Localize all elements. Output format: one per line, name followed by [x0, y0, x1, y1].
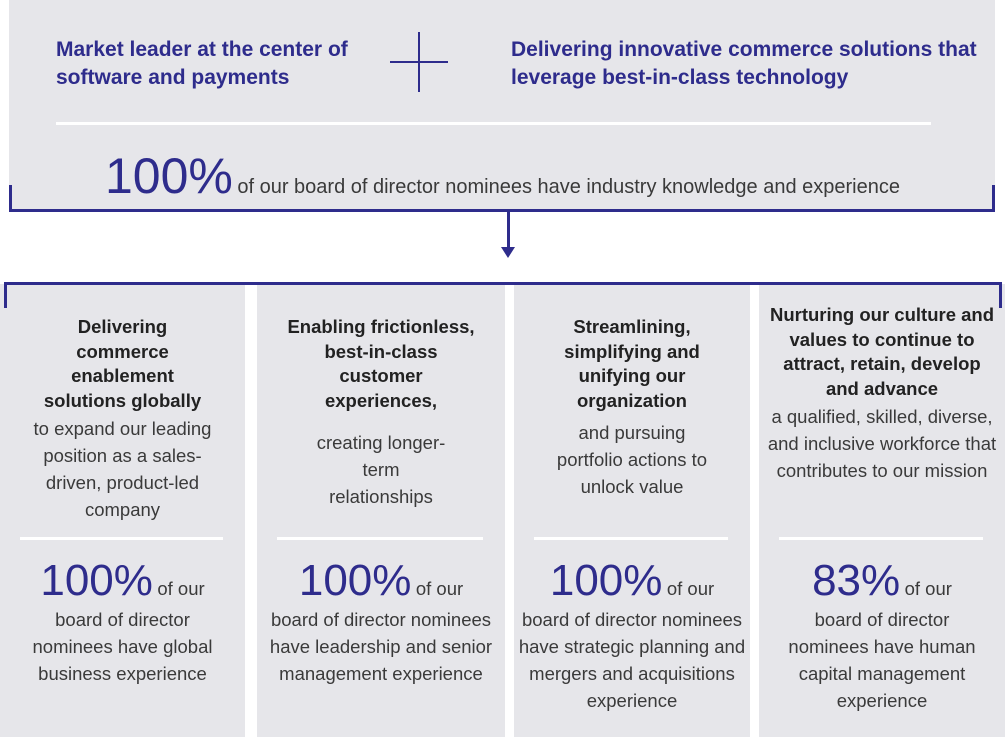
pillar-stat-text: board of director nominees have global b… — [32, 609, 213, 684]
pillar-divider — [20, 537, 223, 540]
pillar-body: to expand our leading position as a sale… — [33, 418, 212, 520]
pillar-stat-value: 100% — [298, 556, 412, 605]
pillar-body: and pursuing portfolio actions to unlock… — [556, 422, 708, 497]
pillar-body: a qualified, skilled, diverse, and inclu… — [767, 406, 997, 481]
pillar-divider — [277, 537, 483, 540]
pillar-stat-text: board of director nominees have leadersh… — [269, 609, 493, 684]
pillar-body: creating longer-term relationships — [316, 432, 446, 507]
pillar-stat-text: board of director nominees have human ca… — [788, 609, 976, 711]
top-stat: 100% of our board of director nominees h… — [0, 147, 1005, 205]
left-heading: Market leader at the center of software … — [56, 38, 348, 89]
pillar-stat-of: of our — [415, 578, 464, 599]
pillar-stat: 100% of our board of director nominees h… — [0, 556, 245, 687]
right-heading: Delivering innovative commerce solutions… — [511, 38, 977, 89]
top-divider — [56, 122, 931, 125]
plus-icon-bar — [390, 61, 448, 63]
arrow-head-icon — [501, 247, 515, 258]
pillar-heading: Delivering commerce enablement solutions… — [43, 316, 202, 411]
pillar-culture: Nurturing our culture and values to cont… — [759, 284, 1005, 737]
top-stat-value: 100% — [105, 148, 233, 204]
top-stat-text: of our board of director nominees have i… — [237, 176, 900, 198]
pillar-stat-of: of our — [666, 578, 715, 599]
pillar-stat-text: board of director nominees have strategi… — [518, 609, 746, 711]
pillar-stat-value: 100% — [549, 556, 663, 605]
top-bracket — [9, 185, 995, 212]
pillar-stat-of: of our — [157, 578, 205, 599]
down-arrow-icon — [507, 211, 510, 249]
pillar-stat-of: of our — [904, 578, 952, 599]
pillar-stat-value: 83% — [812, 556, 901, 605]
bottom-bracket — [4, 282, 1002, 308]
pillar-organization: Streamlining, simplifying and unifying o… — [514, 284, 750, 737]
pillar-stat: 100% of our board of director nominees h… — [257, 556, 505, 687]
pillar-stat-value: 100% — [40, 556, 153, 605]
pillar-stat: 100% of our board of director nominees h… — [514, 556, 750, 714]
pillar-divider — [534, 537, 728, 540]
pillar-heading: Nurturing our culture and values to cont… — [769, 304, 995, 399]
pillar-customer: Enabling frictionless, best-in-class cus… — [257, 284, 505, 737]
pillar-global: Delivering commerce enablement solutions… — [0, 284, 245, 737]
pillar-heading: Enabling frictionless, best-in-class cus… — [287, 316, 475, 411]
pillar-stat: 83% of our board of director nominees ha… — [759, 556, 1005, 714]
pillar-divider — [779, 537, 983, 540]
top-panel: Market leader at the center of software … — [9, 0, 995, 210]
pillar-heading: Streamlining, simplifying and unifying o… — [564, 316, 700, 411]
